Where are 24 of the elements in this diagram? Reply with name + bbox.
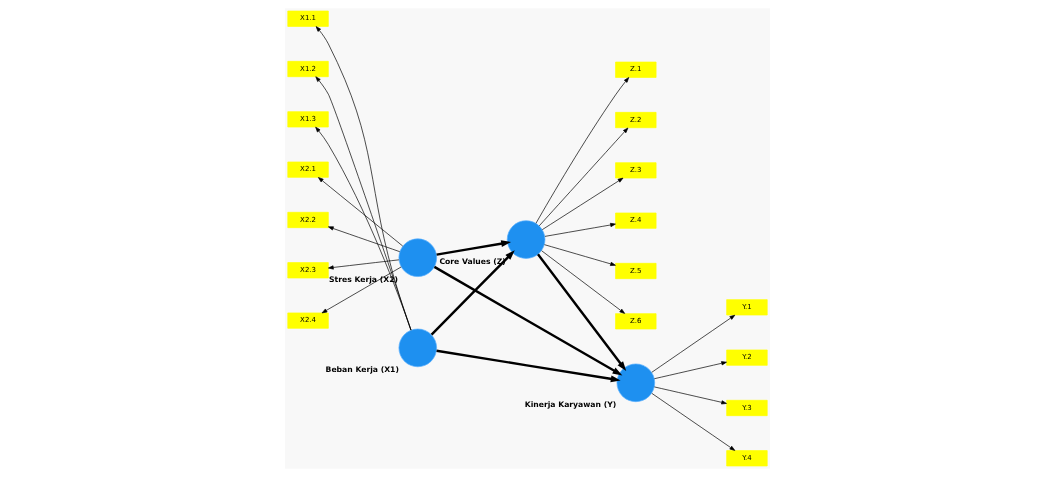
arrow — [314, 76, 411, 331]
arrow — [321, 266, 402, 314]
arrow — [327, 259, 399, 270]
arrow — [543, 244, 616, 266]
arrow — [653, 386, 727, 405]
arrow — [544, 222, 616, 237]
arrow — [538, 127, 628, 227]
arrow — [433, 265, 622, 376]
node-circle — [398, 238, 437, 277]
arrow — [536, 253, 626, 372]
arrow — [435, 240, 511, 256]
arrow — [327, 226, 400, 253]
arrow — [315, 26, 411, 331]
arrow — [541, 177, 623, 230]
arrow — [435, 349, 621, 383]
arrow — [535, 77, 629, 224]
arrow — [650, 314, 735, 373]
node-circle — [398, 328, 437, 368]
arrow — [430, 250, 515, 336]
arrow — [314, 126, 411, 331]
arrow — [653, 361, 727, 380]
arrow — [317, 177, 403, 247]
arrow — [540, 250, 625, 314]
arrow — [650, 392, 735, 451]
